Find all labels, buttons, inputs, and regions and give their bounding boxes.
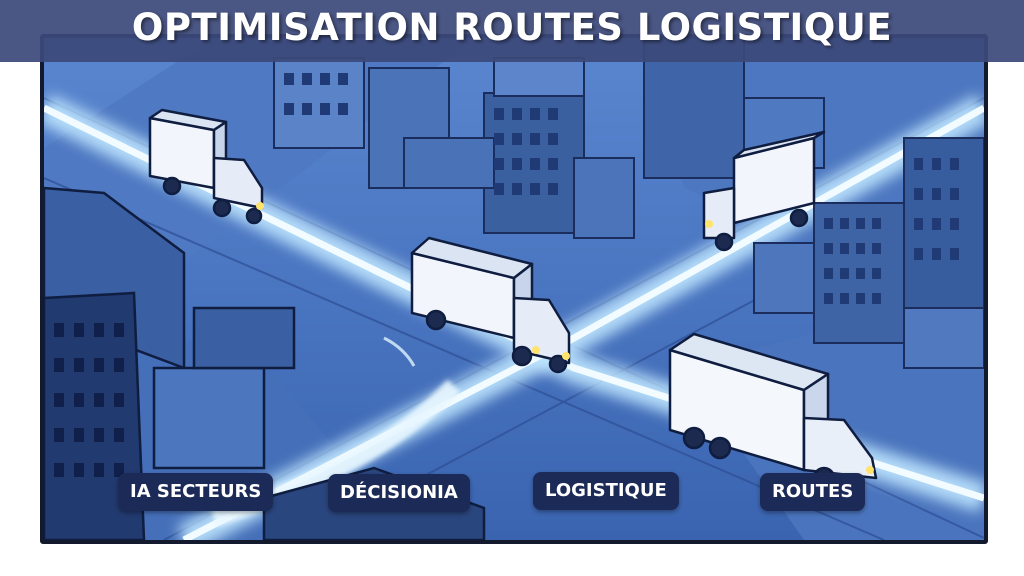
tag-logistique[interactable]: LOGISTIQUE [533,472,679,510]
city-illustration [40,34,988,544]
truck-icon [702,130,826,252]
page-title: OPTIMISATION ROUTES LOGISTIQUE [131,6,893,49]
truck-icon [410,236,571,374]
road-icon [383,336,416,367]
tag-ia-secteurs[interactable]: IA SECTEURS [118,473,274,511]
title-bar: OPTIMISATION ROUTES LOGISTIQUE [0,0,1024,62]
tag-decisionia[interactable]: DÉCISIONIA [328,474,470,512]
truck-icon [668,332,878,490]
tag-routes[interactable]: ROUTES [760,473,866,511]
city-scene [44,38,984,540]
windows [284,73,959,304]
truck-icon [148,108,264,225]
buildings-back [273,38,984,369]
windows-front-left [54,323,124,477]
